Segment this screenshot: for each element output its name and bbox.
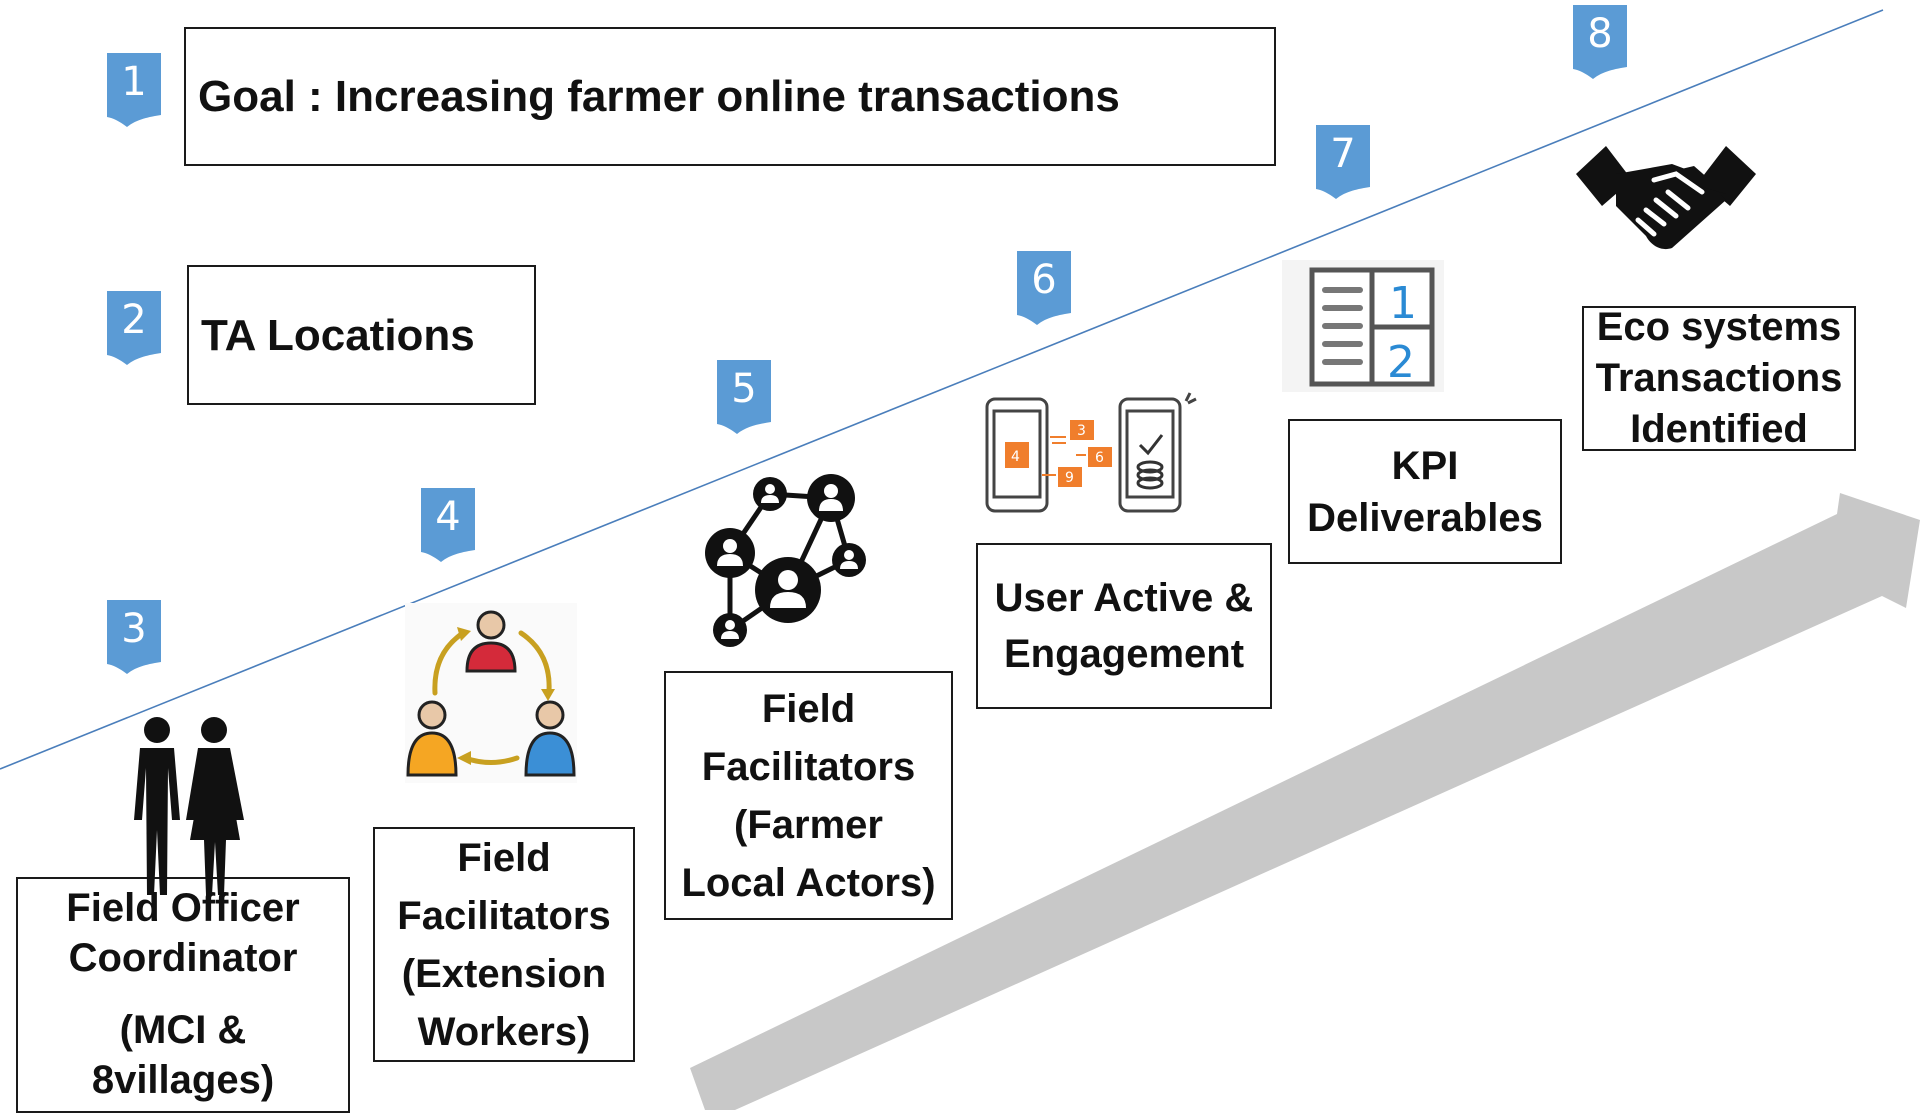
step-number-2: 2 xyxy=(121,297,147,343)
goal-box: Goal : Increasing farmer online transact… xyxy=(184,27,1276,166)
kpi-table-icon: 1 2 xyxy=(1282,260,1444,392)
ta-locations-box: TA Locations xyxy=(187,265,536,405)
field-facilitators-local-box: Field Facilitators (Farmer Local Actors) xyxy=(664,671,953,920)
phone-tag-2: 3 xyxy=(1077,423,1086,439)
phone-tag-3: 6 xyxy=(1095,450,1104,466)
ta-locations-label: TA Locations xyxy=(201,310,475,360)
phone-transfer-icon: 4 3 6 9 xyxy=(985,392,1197,513)
step-badge-7: 7 xyxy=(1316,125,1370,199)
kpi-cell-1: 1 xyxy=(1389,278,1417,329)
step-number-8: 8 xyxy=(1587,11,1613,57)
step-number-7: 7 xyxy=(1330,131,1356,177)
kpi-label: KPI Deliverables xyxy=(1307,443,1543,540)
goal-label: Goal : Increasing farmer online transact… xyxy=(198,72,1120,121)
field-officer-box: Field Officer Coordinator (MCI & 8villag… xyxy=(16,877,350,1113)
ecosystems-label: Eco systems Transactions Identified xyxy=(1595,304,1843,452)
team-cycle-icon xyxy=(405,603,577,783)
people-couple-icon xyxy=(134,717,244,895)
step-number-3: 3 xyxy=(121,606,147,652)
step-badge-4: 4 xyxy=(421,488,475,562)
network-icon xyxy=(705,474,866,647)
phone-tag-4: 9 xyxy=(1065,470,1074,486)
step-number-1: 1 xyxy=(121,59,147,105)
user-active-box: User Active & Engagement xyxy=(976,543,1272,709)
handshake-icon xyxy=(1576,146,1756,250)
step-number-6: 6 xyxy=(1031,257,1057,303)
step-badge-8: 8 xyxy=(1573,5,1627,79)
ecosystems-box: Eco systems Transactions Identified xyxy=(1582,305,1856,451)
progress-arrow xyxy=(690,493,1920,1110)
field-facilitators-extension-box: Field Facilitators (Extension Workers) xyxy=(373,827,635,1062)
step-badge-6: 6 xyxy=(1017,251,1071,325)
step-number-5: 5 xyxy=(731,366,757,412)
field-officer-sublabel: (MCI & 8villages) xyxy=(91,1008,275,1102)
kpi-cell-2: 2 xyxy=(1387,337,1415,388)
field-facilitators-local-label: Field Facilitators (Farmer Local Actors) xyxy=(681,686,936,905)
step-badge-5: 5 xyxy=(717,360,771,434)
kpi-box: KPI Deliverables xyxy=(1288,419,1562,564)
field-facilitators-extension-label: Field Facilitators (Extension Workers) xyxy=(397,835,611,1054)
user-active-label: User Active & Engagement xyxy=(994,576,1254,676)
phone-tag-1: 4 xyxy=(1011,449,1020,465)
step-badge-1: 1 xyxy=(107,53,161,127)
step-badge-3: 3 xyxy=(107,600,161,674)
step-badge-2: 2 xyxy=(107,291,161,365)
trend-line xyxy=(0,9,1884,770)
step-number-4: 4 xyxy=(435,494,461,540)
field-officer-label: Field Officer Coordinator xyxy=(66,886,300,980)
